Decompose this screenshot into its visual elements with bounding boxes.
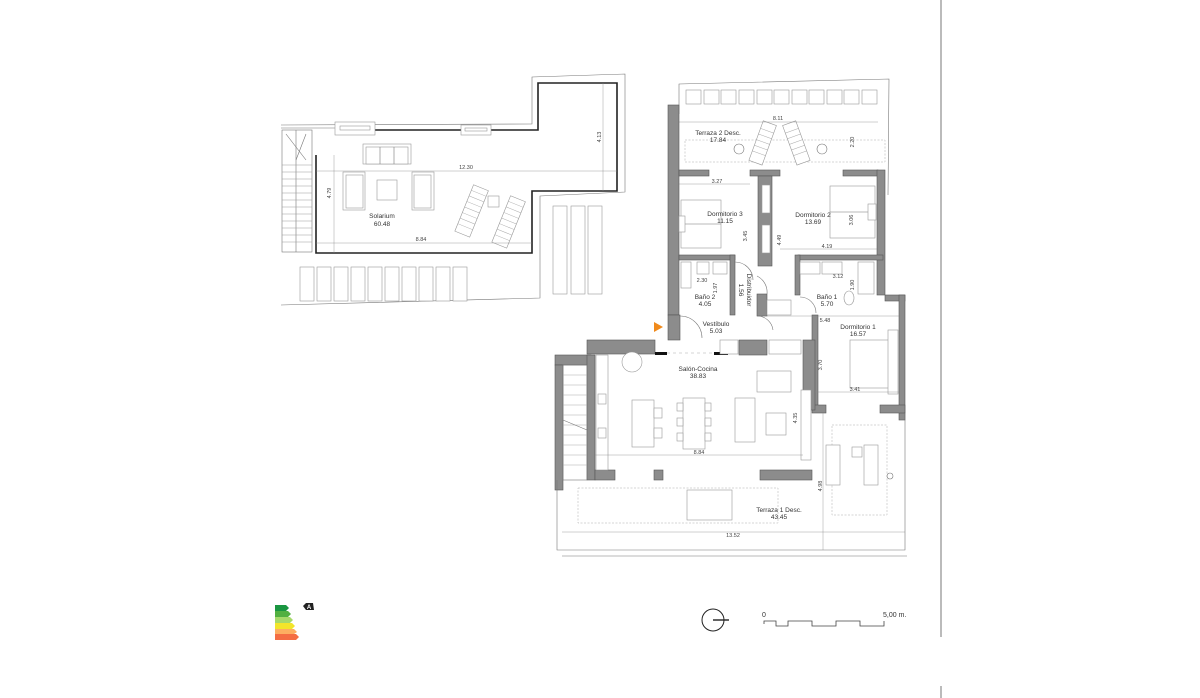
room-label-vestibulo: Vestíbulo [703, 321, 730, 328]
dim-dorm2-depth: 3.06 [849, 215, 855, 226]
room-area-terraza2: 17.84 [710, 137, 727, 144]
room-area-bano1: 5.70 [821, 301, 834, 308]
dim-dorm1-top: 5.48 [820, 318, 831, 324]
scale-end-label: 5,00 m. [883, 612, 906, 619]
energy-rating-badge-icon [303, 603, 314, 610]
scale-bar: 0 5,00 m. [762, 612, 906, 627]
dim-bano2-width: 2.30 [697, 278, 708, 284]
dim-bano1-width: 3.12 [833, 274, 844, 280]
dim-dorm1-width: 3.41 [850, 387, 861, 393]
room-area-salon-cocina: 38.83 [690, 373, 707, 380]
stair-icon [281, 129, 313, 253]
dim-bano1-depth: 1.90 [850, 280, 856, 291]
energy-rating-chart: A [275, 603, 314, 640]
room-label-bano2: Baño 2 [695, 294, 716, 301]
dim-bano2-depth: 1.97 [713, 283, 719, 294]
sofa-icon [342, 143, 435, 211]
room-area-dormitorio3: 11.15 [717, 218, 733, 225]
room-area-dormitorio2: 13.69 [805, 219, 822, 226]
dim-solarium-depth-right: 4.13 [597, 132, 603, 143]
room-area-solarium: 60.48 [374, 221, 391, 228]
main-floor-level: 8.11 2.20 Terraza 2 Desc. 17.84 [554, 78, 907, 557]
room-label-solarium: Solarium [369, 213, 395, 220]
room-label-bano1: Baño 1 [817, 294, 838, 301]
room-label-dormitorio1: Dormitorio 1 [840, 324, 876, 331]
dim-terraza2-depth: 2.20 [850, 137, 856, 148]
scale-start-label: 0 [762, 612, 766, 619]
dim-dorm2-width: 4.19 [822, 244, 833, 250]
room-area-bano2: 4.05 [699, 301, 712, 308]
dim-dorm3-width: 3.27 [712, 179, 723, 185]
dim-salon-depth: 4.35 [793, 413, 799, 424]
dim-dorm3-depth: 3.45 [743, 231, 749, 242]
room-area-distribuidor: 1.56 [737, 284, 744, 297]
planters-terraza2 [685, 89, 878, 105]
solar-panels [299, 205, 603, 302]
dim-salon-width: 8.84 [694, 450, 705, 456]
solarium-level: 12.30 8.84 4.13 4.79 Solarium 60.48 [280, 73, 626, 306]
room-label-dormitorio3: Dormitorio 3 [707, 211, 743, 218]
dim-dorm1-depth: 3.70 [818, 360, 824, 371]
terrace-furniture [577, 424, 894, 524]
room-area-vestibulo: 5.03 [710, 328, 723, 335]
dim-solarium-width: 12.30 [459, 165, 473, 171]
dim-solarium-bottom: 8.84 [416, 237, 427, 243]
dim-terraza1-width: 13.52 [726, 533, 740, 539]
room-area-terraza1: 43.45 [771, 514, 788, 521]
room-label-dormitorio2: Dormitorio 2 [795, 212, 831, 219]
dim-closet-depth: 4.49 [777, 235, 783, 246]
dim-solarium-depth-left: 4.79 [327, 188, 333, 199]
room-label-terraza2: Terraza 2 Desc. [695, 130, 741, 137]
room-label-terraza1: Terraza 1 Desc. [756, 507, 802, 514]
stair-icon [562, 364, 588, 481]
room-area-dormitorio1: 16.57 [850, 331, 867, 338]
room-label-salon-cocina: Salón-Cocina [678, 366, 717, 373]
room-label-distribuidor: Distribuidor [745, 274, 752, 308]
energy-rating-label: A [307, 605, 312, 611]
entrance-arrow-icon [654, 322, 663, 332]
dim-terraza1-depth: 4.98 [818, 481, 824, 492]
dim-terraza2-width: 8.11 [773, 116, 783, 122]
north-arrow-icon [701, 608, 729, 632]
walls [554, 104, 906, 491]
sun-lounger-icon [454, 184, 489, 238]
sun-lounger-icon [491, 195, 526, 249]
